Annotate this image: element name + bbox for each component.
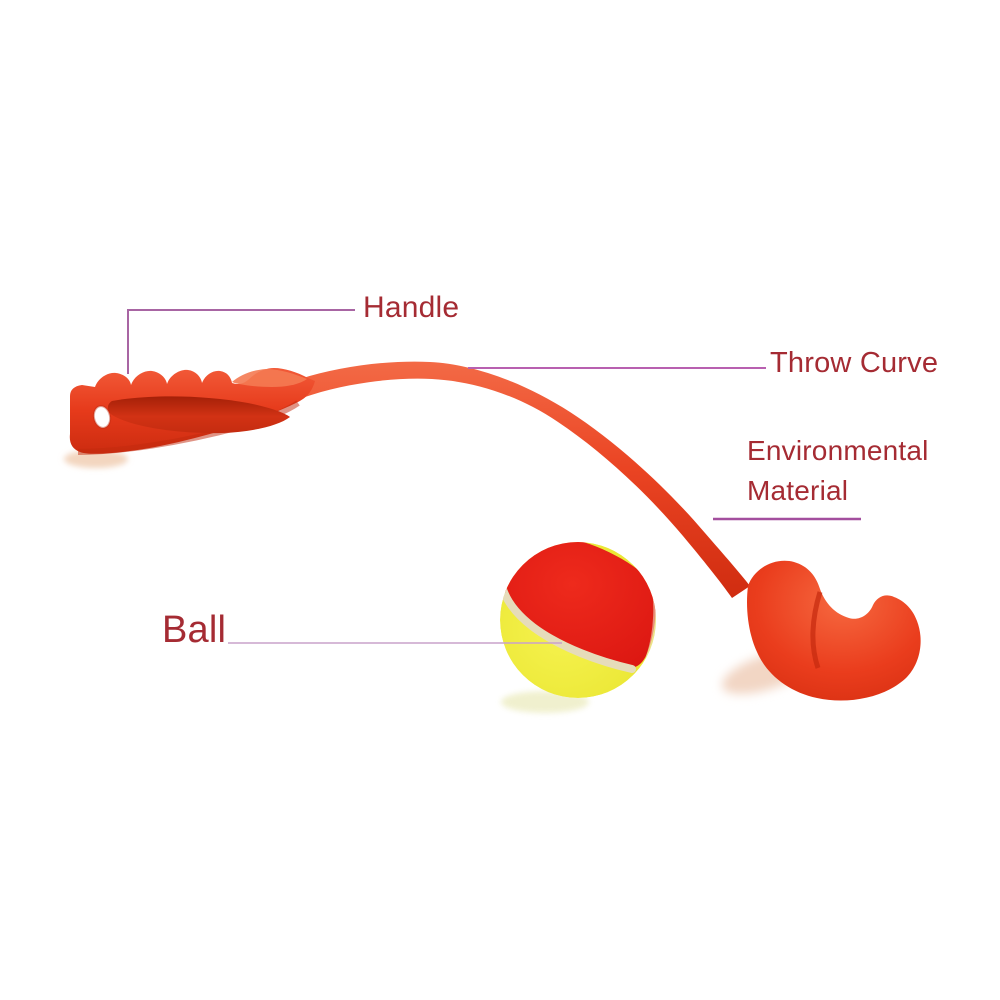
environmental-material-label-line2: Material [747, 475, 849, 506]
ball-seam [500, 582, 636, 673]
throw-curve-label: Throw Curve [770, 347, 939, 379]
tennis-ball [500, 542, 656, 698]
scoop-crease [810, 591, 823, 669]
launcher-scoop [747, 560, 921, 701]
handle-thumb-crest-highlight [232, 369, 307, 387]
launcher-shaft [300, 361, 750, 598]
ball-label: Ball [162, 609, 227, 651]
launcher-handle [69, 368, 315, 455]
ball-red-felt [504, 542, 656, 668]
scoop-body [747, 560, 921, 701]
handle-lanyard-hole [92, 405, 112, 429]
environmental-material-label: Environmental Material [747, 431, 929, 511]
environmental-material-label-line1: Environmental [747, 435, 929, 466]
handle-inner-recess [107, 396, 290, 434]
handle-leader-line [127, 309, 355, 374]
handle-label: Handle [363, 291, 460, 324]
